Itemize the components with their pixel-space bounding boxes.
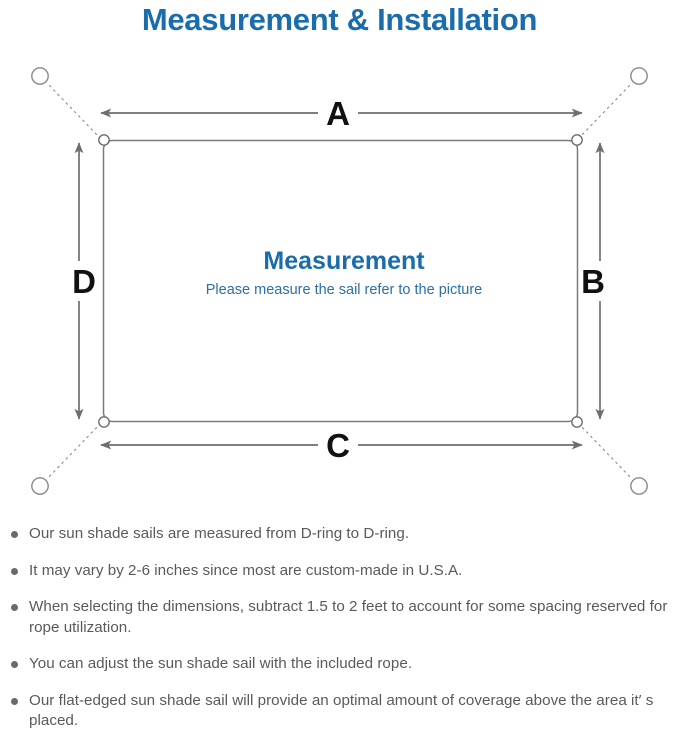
anchor-bottom-left-icon — [31, 477, 49, 495]
anchor-bottom-right-icon — [630, 477, 648, 495]
dimension-label-b: B — [581, 263, 605, 300]
d-rings — [98, 134, 583, 428]
note-text: Our sun shade sails are measured from D-… — [29, 525, 410, 542]
d-ring-top-right-icon — [571, 134, 583, 146]
bullet-icon — [11, 697, 18, 705]
rope-line-top-left — [46, 82, 102, 140]
note-text: Our flat-edged sun shade sail will provi… — [29, 691, 654, 730]
rope-line-top-right — [577, 82, 633, 140]
page-title: Measurement & Installation — [141, 2, 538, 37]
note-text: When selecting the dimensions, subtract … — [29, 598, 668, 636]
list-item: It may vary by 2-6 inches since most are… — [0, 561, 679, 582]
list-item: Our flat-edged sun shade sail will provi… — [0, 691, 679, 732]
diagram-center-subtitle: Please measure the sail refer to the pic… — [206, 282, 482, 298]
notes-list: Our sun shade sails are measured from D-… — [0, 524, 679, 748]
diagram-center-title: Measurement — [263, 247, 425, 275]
dimension-label-c: C — [326, 427, 350, 464]
note-text: It may vary by 2-6 inches since most are… — [29, 561, 463, 579]
anchor-points — [31, 67, 648, 495]
d-ring-bottom-left-icon — [98, 416, 110, 428]
dimension-label-d: D — [72, 263, 96, 300]
sail-body — [102, 139, 579, 423]
d-ring-top-left-icon — [98, 134, 110, 146]
list-item: When selecting the dimensions, subtract … — [0, 597, 679, 638]
bullet-icon — [11, 604, 18, 611]
rope-line-bottom-right — [577, 422, 633, 480]
d-ring-bottom-right-icon — [571, 416, 583, 428]
bullet-icon — [11, 567, 18, 575]
measurement-diagram: A C D B Measurement Please measure the s… — [0, 46, 679, 516]
anchor-top-left-icon — [31, 67, 49, 85]
bullet-icon — [11, 531, 18, 538]
rope-line-bottom-left — [46, 422, 102, 480]
note-text: You can adjust the sun shade sail with t… — [29, 655, 413, 672]
rope-lines — [46, 82, 633, 480]
list-item: You can adjust the sun shade sail with t… — [0, 654, 679, 675]
anchor-top-right-icon — [630, 67, 648, 85]
dimension-label-a: A — [326, 95, 350, 132]
bullet-icon — [11, 661, 18, 668]
list-item: Our sun shade sails are measured from D-… — [0, 524, 679, 545]
